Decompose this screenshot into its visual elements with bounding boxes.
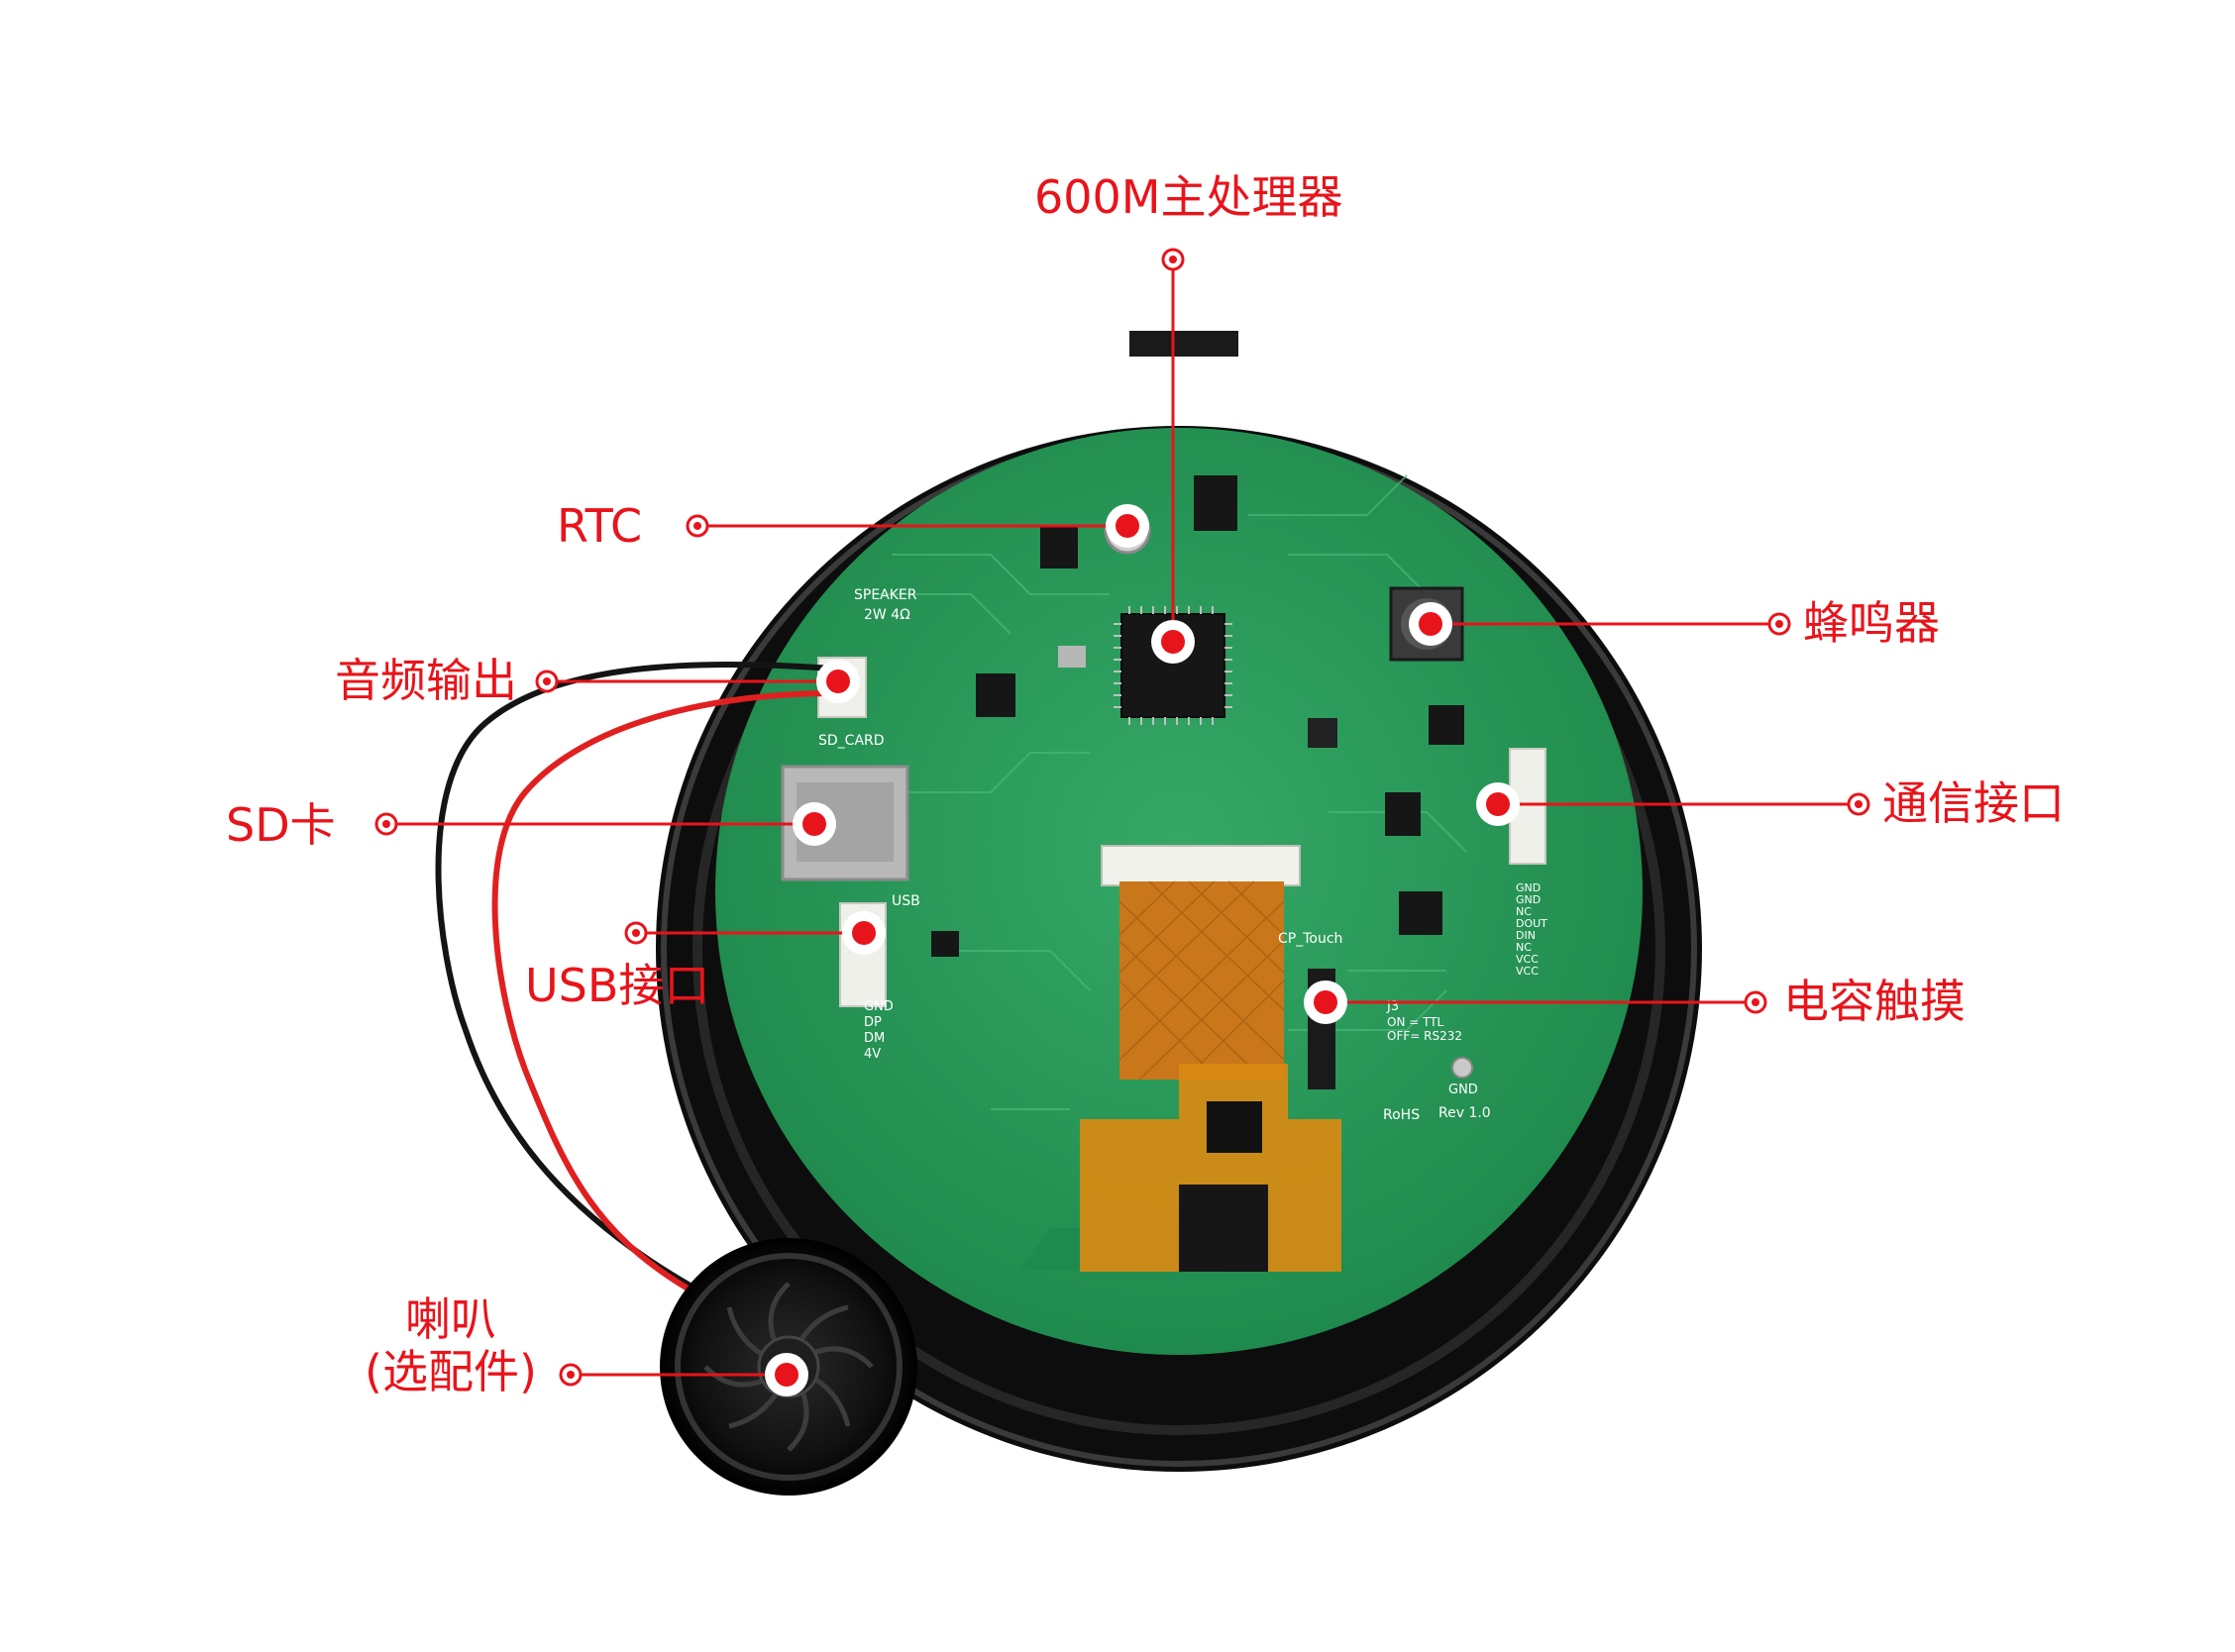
marker-sd [793, 802, 836, 846]
crystal [1058, 646, 1086, 668]
wire-red [491, 690, 835, 1300]
label-audio: 音频输出 [335, 654, 517, 707]
chip-u10 [1194, 475, 1237, 531]
silk-usb-pin-dm: DM [864, 1031, 885, 1046]
marker-buzzer [1409, 602, 1452, 646]
silk-comm-pin-0: GND [1516, 881, 1541, 894]
silk-usb-pin-dp: DP [864, 1015, 882, 1030]
chip-u1 [1040, 525, 1078, 568]
silk-off: OFF= RS232 [1387, 1029, 1462, 1043]
silk-gnd: GND [1448, 1083, 1478, 1097]
label-speaker-line2: (选配件) [365, 1344, 537, 1398]
silk-comm-pin-1: GND [1516, 893, 1541, 906]
label-usb: USB接口 [525, 959, 710, 1012]
marker-usb [842, 911, 886, 955]
silk-rohs: RoHS [1383, 1107, 1420, 1123]
chip-inductor [1308, 718, 1337, 748]
flex-cable-tail [1080, 1064, 1341, 1272]
silk-comm-pin-7: VCC [1516, 965, 1539, 978]
silk-comm-pin-6: VCC [1516, 953, 1539, 966]
silk-comm-pin-5: NC [1516, 941, 1532, 954]
end-comm [1847, 792, 1870, 816]
silk-on: ON = TTL [1387, 1015, 1444, 1029]
silk-touch: CP_Touch [1278, 931, 1342, 947]
label-speaker: 喇叭 (选配件) [365, 1293, 537, 1398]
cpu-pins [1114, 606, 1232, 725]
marker-touch [1304, 981, 1347, 1024]
chip-q [1385, 792, 1421, 836]
chip-u7 [1429, 705, 1464, 745]
end-touch [1744, 990, 1767, 1014]
marker-rtc [1106, 504, 1149, 548]
silk-speaker: SPEAKER [854, 587, 917, 603]
end-buzzer [1767, 612, 1791, 636]
end-cpu [1161, 248, 1185, 271]
display-module: SPEAKER 2W 4Ω SD_CARD USB GND DP DM 4V C… [656, 331, 1702, 1472]
silk-sdcard: SD_CARD [818, 733, 885, 749]
label-touch: 电容触摸 [1783, 975, 1966, 1028]
speaker-wires [435, 661, 835, 1300]
callout-markers [374, 248, 1870, 1396]
wire-black [435, 661, 835, 1291]
marker-comm [1476, 782, 1520, 826]
chip-u2 [1399, 891, 1442, 935]
speaker-rim [675, 1253, 903, 1481]
label-buzzer: 蜂鸣器 [1803, 596, 1940, 650]
label-speaker-line1: 喇叭 [404, 1292, 496, 1346]
marker-speaker [765, 1353, 808, 1396]
silk-usb-pin-gnd: GND [864, 999, 894, 1014]
label-cpu: 600M主处理器 [1034, 170, 1343, 224]
gnd-pad [1451, 1057, 1473, 1079]
pcb-traces [872, 474, 1467, 1110]
silk-comm-pin-4: DIN [1516, 929, 1536, 942]
silk-rev: Rev 1.0 [1438, 1105, 1491, 1121]
silk-comm-pin-2: NC [1516, 905, 1532, 918]
silk-comm-pin-3: DOUT [1516, 917, 1547, 930]
end-audio [535, 670, 559, 693]
flex-driver-ic [1207, 1101, 1262, 1153]
fpc-connector [1101, 845, 1301, 886]
label-comm: 通信接口 [1882, 776, 2065, 830]
end-sd [374, 812, 398, 836]
end-usb [624, 921, 648, 945]
silk-usb-pin-4v: 4V [864, 1047, 881, 1062]
chip-u4 [976, 673, 1015, 717]
label-rtc: RTC [557, 499, 643, 553]
silk-usb: USB [892, 893, 920, 909]
marker-audio [816, 660, 860, 703]
end-speaker [559, 1363, 583, 1387]
bezel-tab [1129, 331, 1238, 357]
chip-u9 [931, 931, 959, 957]
marker-cpu [1151, 620, 1195, 664]
flex-label [1179, 1185, 1268, 1272]
callout-leaders [386, 263, 1859, 1377]
silk-speaker-spec: 2W 4Ω [864, 607, 910, 623]
end-rtc [686, 514, 709, 538]
label-sd: SD卡 [226, 798, 336, 852]
